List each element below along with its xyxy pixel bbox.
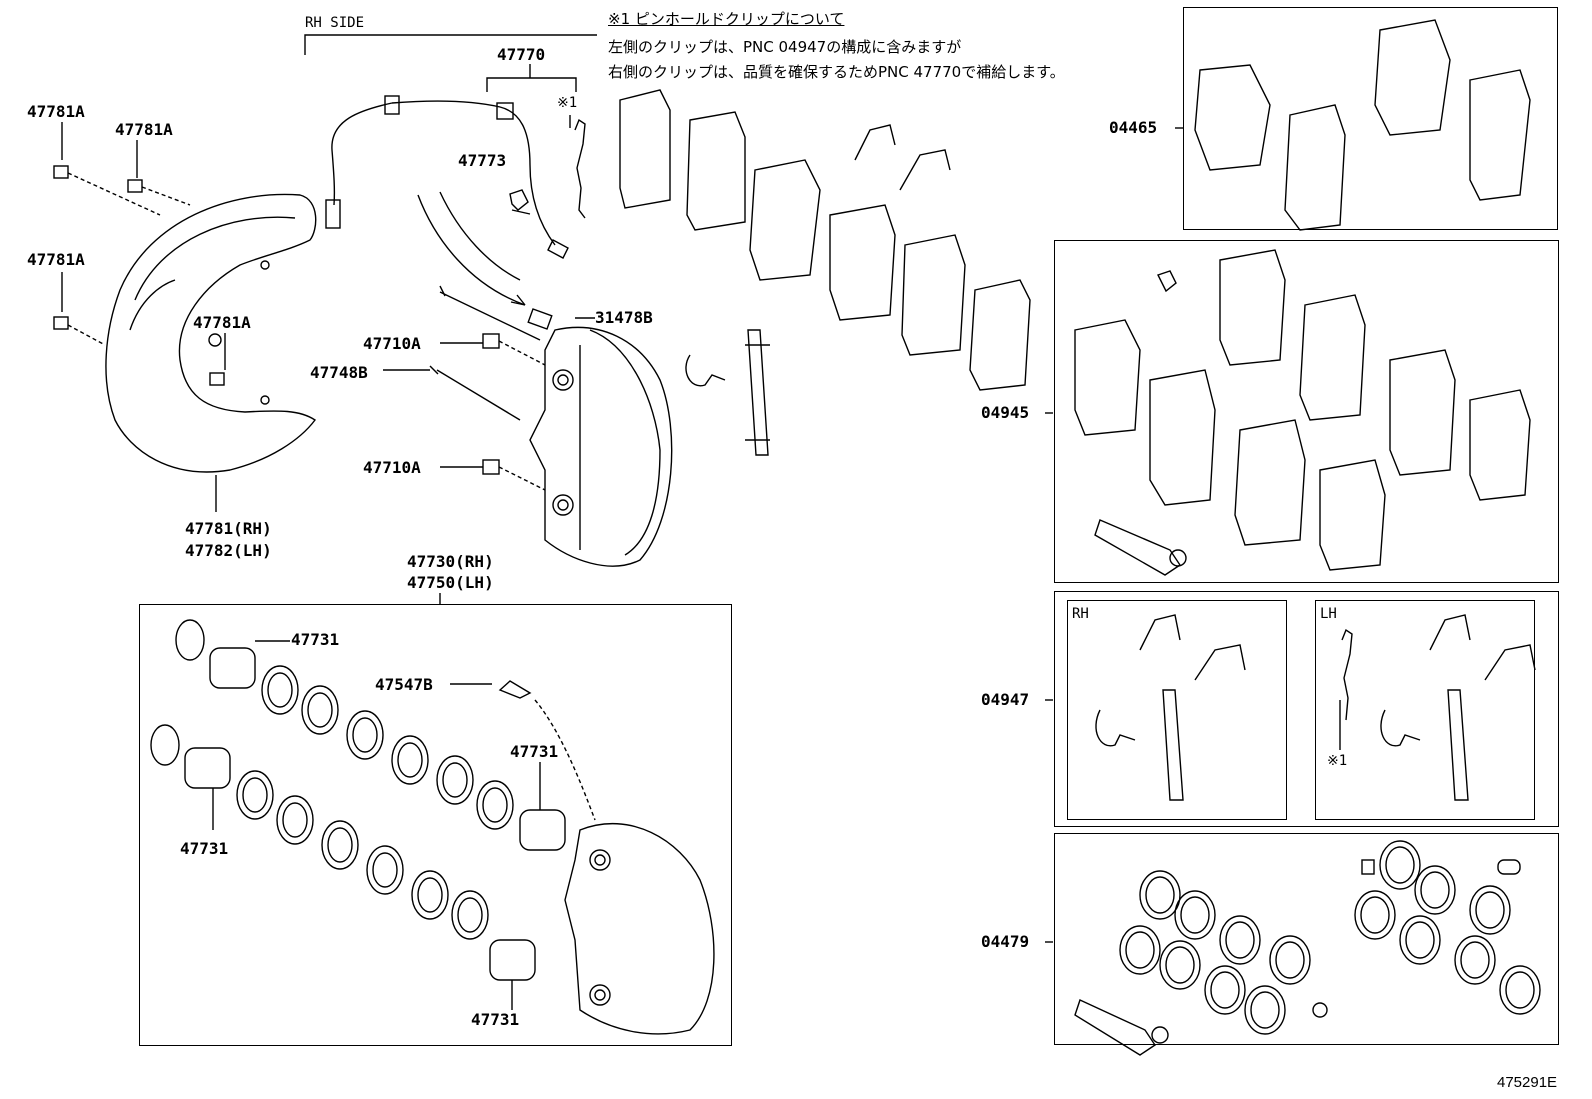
part-47710A-1[interactable]: 47710A — [363, 334, 421, 353]
kit-box-04479 — [1054, 833, 1559, 1045]
part-47770[interactable]: 47770 — [497, 45, 546, 64]
part-47781A-3[interactable]: 47781A — [27, 250, 85, 269]
clips-04947 — [1095, 614, 1536, 801]
part-04479[interactable]: 04479 — [981, 932, 1030, 951]
mark-1-lh: ※1 — [1327, 753, 1348, 769]
kit-box-04465 — [1183, 7, 1558, 230]
rh-box-label: RH — [1072, 606, 1089, 622]
kit-box-04947-rh — [1067, 600, 1287, 820]
pads-04945 — [1074, 249, 1531, 576]
dust-shield — [105, 193, 317, 473]
part-47731-3[interactable]: 47731 — [180, 839, 229, 858]
shield-bolts — [53, 165, 225, 386]
part-47781A-1[interactable]: 47781A — [27, 102, 85, 121]
part-04945[interactable]: 04945 — [981, 403, 1030, 422]
part-47750-lh[interactable]: 47750(LH) — [407, 573, 494, 592]
note-title: ※1 ピンホールドクリップについて — [608, 10, 845, 28]
part-47731-4[interactable]: 47731 — [471, 1010, 520, 1029]
pads-04465 — [1194, 19, 1531, 231]
part-47781-rh[interactable]: 47781(RH) — [185, 519, 272, 538]
rh-side-label: RH SIDE — [305, 15, 365, 31]
part-47547B[interactable]: 47547B — [375, 675, 433, 694]
part-47782-lh[interactable]: 47782(LH) — [185, 541, 272, 560]
part-47730-rh[interactable]: 47730(RH) — [407, 552, 494, 571]
diagram-id: 475291E — [1497, 1074, 1558, 1091]
note-line-1: 左側のクリップは、PNC 04947の構成に含みますが — [608, 38, 962, 56]
part-47710A-2[interactable]: 47710A — [363, 458, 421, 477]
part-04465[interactable]: 04465 — [1109, 118, 1158, 137]
part-04947[interactable]: 04947 — [981, 690, 1030, 709]
caliper-assembly-box — [139, 604, 732, 1046]
kit-box-04947-lh — [1315, 600, 1535, 820]
lh-box-label: LH — [1320, 606, 1337, 622]
seals-04479 — [1074, 840, 1541, 1056]
caliper-upper — [529, 326, 673, 567]
pads-top — [619, 89, 1031, 391]
note-line-2: 右側のクリップは、品質を確保するためPNC 47770で補給します。 — [608, 63, 1065, 81]
wear-sensor-wire — [325, 95, 569, 259]
kit-box-04947 — [1054, 591, 1559, 827]
part-47748B[interactable]: 47748B — [310, 363, 368, 382]
part-47731-1[interactable]: 47731 — [291, 630, 340, 649]
part-47781A-4[interactable]: 47781A — [193, 313, 251, 332]
part-47773[interactable]: 47773 — [458, 151, 507, 170]
caliper-kit-parts — [150, 619, 715, 1035]
mark-1-top: ※1 — [557, 95, 578, 111]
part-47781A-2[interactable]: 47781A — [115, 120, 173, 139]
kit-box-04945 — [1054, 240, 1559, 583]
part-31478B[interactable]: 31478B — [595, 308, 653, 327]
part-47731-2[interactable]: 47731 — [510, 742, 559, 761]
